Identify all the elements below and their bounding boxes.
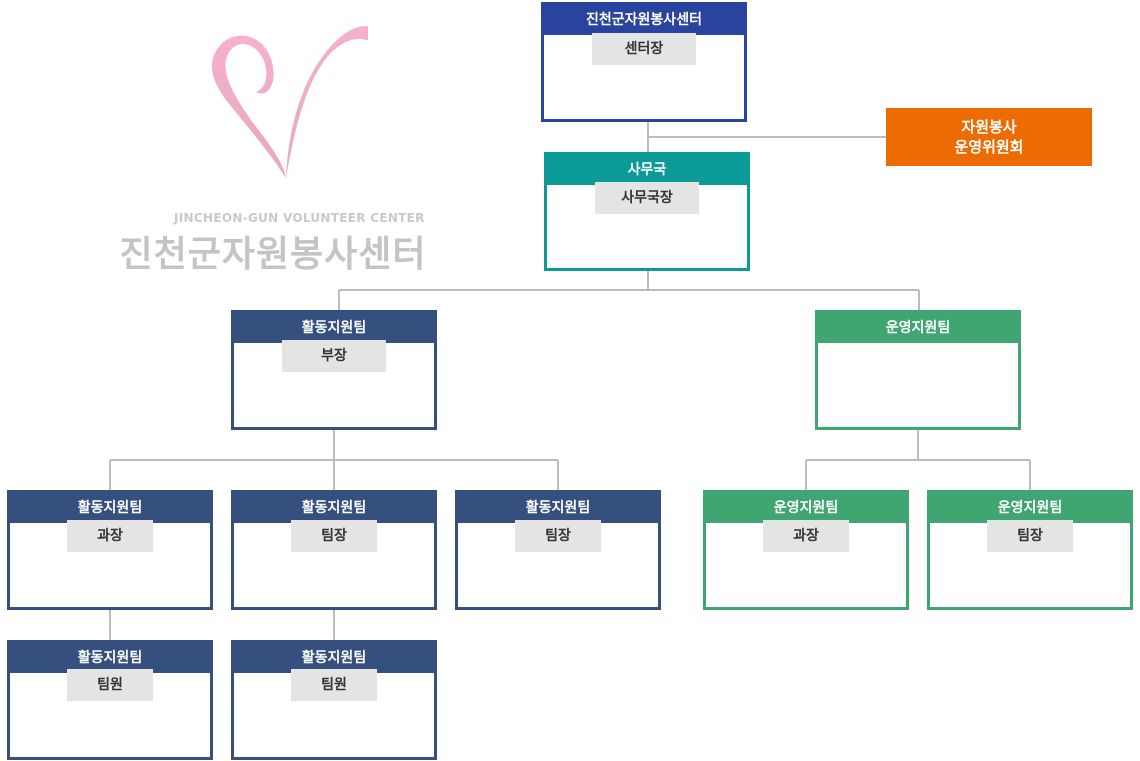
center-logo: JINCHEON-GUN VOLUNTEER CENTER 진천군자원봉사센터: [118, 10, 428, 275]
activity-subteam-role: 팀장: [291, 520, 377, 552]
operation-subteam-title: 운영지원팀: [930, 493, 1130, 523]
logo-english-text: JINCHEON-GUN VOLUNTEER CENTER: [174, 211, 425, 225]
activity-member-role: 팀원: [291, 669, 377, 701]
activity-subteam-node: 활동지원팀 팀장: [455, 490, 661, 610]
activity-member-role: 팀원: [67, 669, 153, 701]
operation-team-title: 운영지원팀: [818, 313, 1018, 343]
activity-subteam-title: 활동지원팀: [234, 493, 434, 523]
activity-subteam-node: 활동지원팀 과장: [7, 490, 213, 610]
committee-line1: 자원봉사: [961, 118, 1017, 136]
activity-subteam-role: 과장: [67, 520, 153, 552]
secretariat-node: 사무국 사무국장: [544, 152, 750, 271]
activity-member-node: 활동지원팀 팀원: [7, 640, 213, 760]
activity-member-title: 활동지원팀: [234, 643, 434, 673]
activity-subteam-role: 팀장: [515, 520, 601, 552]
activity-subteam-node: 활동지원팀 팀장: [231, 490, 437, 610]
logo-korean-text: 진천군자원봉사센터: [119, 234, 427, 275]
secretariat-role: 사무국장: [595, 182, 699, 214]
operation-subteam-node: 운영지원팀 팀장: [927, 490, 1133, 610]
center-role: 센터장: [592, 33, 696, 65]
operation-team-node: 운영지원팀: [815, 310, 1021, 430]
activity-team-role: 부장: [282, 340, 386, 372]
center-node: 진천군자원봉사센터 센터장: [541, 2, 747, 122]
activity-member-title: 활동지원팀: [10, 643, 210, 673]
heart-logo-icon: [211, 26, 368, 178]
center-title: 진천군자원봉사센터: [544, 5, 744, 35]
operation-subteam-role: 과장: [763, 520, 849, 552]
activity-subteam-title: 활동지원팀: [458, 493, 658, 523]
secretariat-title: 사무국: [547, 155, 747, 185]
activity-team-title: 활동지원팀: [234, 313, 434, 343]
activity-member-node: 활동지원팀 팀원: [231, 640, 437, 760]
committee-node: 자원봉사 운영위원회: [886, 108, 1092, 166]
operation-subteam-role: 팀장: [987, 520, 1073, 552]
committee-line2: 운영위원회: [954, 138, 1024, 156]
activity-team-node: 활동지원팀 부장: [231, 310, 437, 430]
operation-subteam-title: 운영지원팀: [706, 493, 906, 523]
operation-subteam-node: 운영지원팀 과장: [703, 490, 909, 610]
activity-subteam-title: 활동지원팀: [10, 493, 210, 523]
